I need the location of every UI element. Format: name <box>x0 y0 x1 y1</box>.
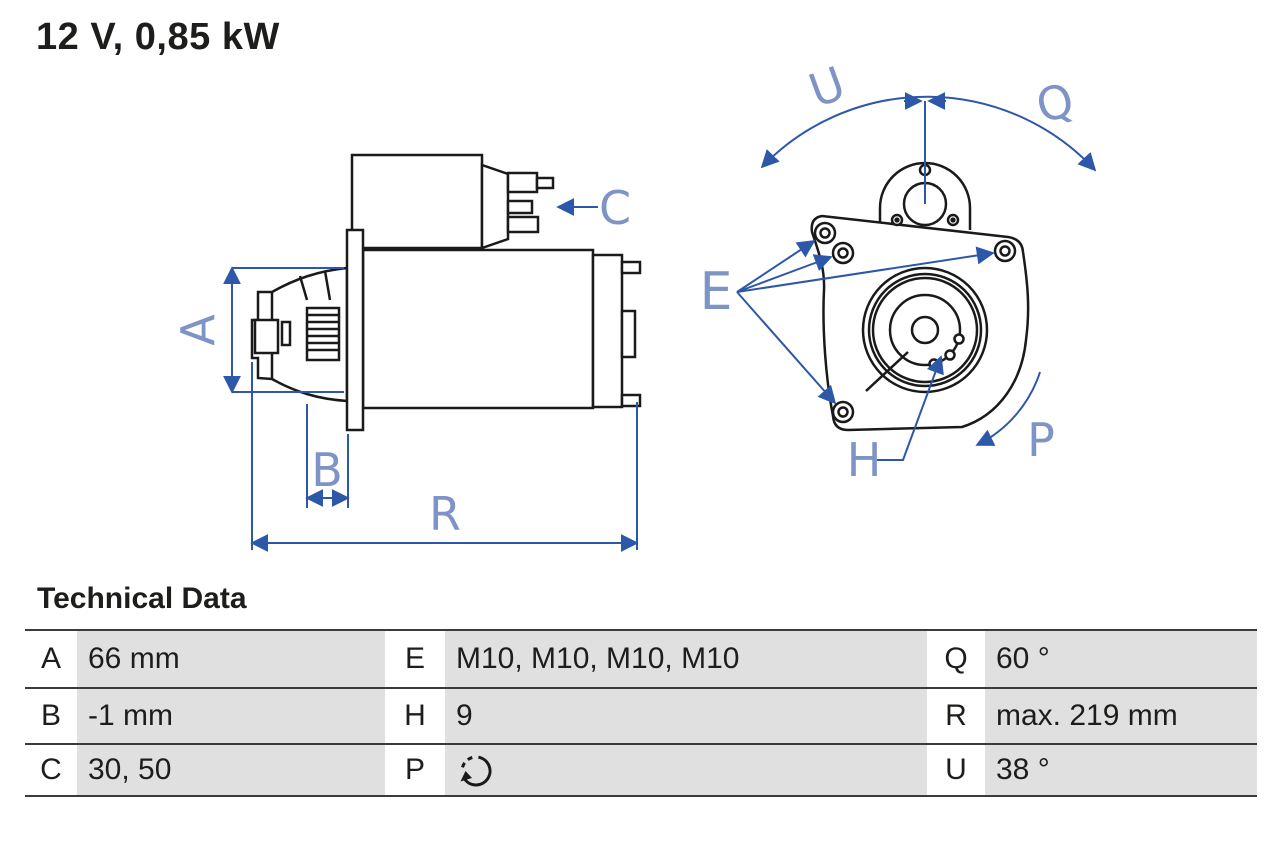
side-view-dimensions <box>223 198 639 552</box>
spec-value-P <box>445 745 927 795</box>
spec-key-H: H <box>385 689 445 743</box>
spec-value-C: 30, 50 <box>77 745 385 795</box>
spec-key-A: A <box>25 631 77 687</box>
spec-value-R: max. 219 mm <box>985 689 1257 743</box>
spec-value-U: 38 ° <box>985 745 1257 795</box>
spec-value-H: 9 <box>445 689 927 743</box>
page-title: 12 V, 0,85 kW <box>36 16 280 58</box>
dim-label-u: U <box>802 56 852 118</box>
front-view-dimensions <box>736 92 1097 461</box>
dim-label-r: R <box>429 487 461 541</box>
spec-key-E: E <box>385 631 445 687</box>
spec-key-C: C <box>25 745 77 795</box>
table-row: A 66 mm E M10, M10, M10, M10 Q 60 ° <box>25 629 1257 687</box>
front-view-drawing: U Q E H P <box>700 56 1097 487</box>
side-view-dim-labels: A B R C <box>180 181 631 541</box>
dim-label-e: E <box>700 262 733 322</box>
spec-key-R: R <box>927 689 985 743</box>
side-view-drawing: A B R C <box>180 153 642 552</box>
spec-key-P: P <box>385 745 445 795</box>
spec-key-Q: Q <box>927 631 985 687</box>
spec-value-E: M10, M10, M10, M10 <box>445 631 927 687</box>
starter-motor-front-outline <box>810 161 1030 432</box>
starter-motor-side-outline <box>250 153 642 432</box>
spec-value-Q: 60 ° <box>985 631 1257 687</box>
dim-label-c: C <box>599 181 631 235</box>
spec-key-B: B <box>25 689 77 743</box>
dim-label-p: P <box>1027 413 1055 467</box>
spec-value-A: 66 mm <box>77 631 385 687</box>
dim-label-b: B <box>311 443 343 497</box>
spec-value-B: -1 mm <box>77 689 385 743</box>
table-row: B -1 mm H 9 R max. 219 mm <box>25 687 1257 743</box>
technical-data-heading: Technical Data <box>37 582 247 615</box>
spec-key-U: U <box>927 745 985 795</box>
dim-label-h: H <box>847 433 882 487</box>
dim-label-a: A <box>180 314 225 346</box>
table-row: C 30, 50 P U 38 ° <box>25 743 1257 797</box>
technical-data-table: A 66 mm E M10, M10, M10, M10 Q 60 ° B -1… <box>25 629 1257 797</box>
clockwise-rotation-icon <box>460 755 492 787</box>
